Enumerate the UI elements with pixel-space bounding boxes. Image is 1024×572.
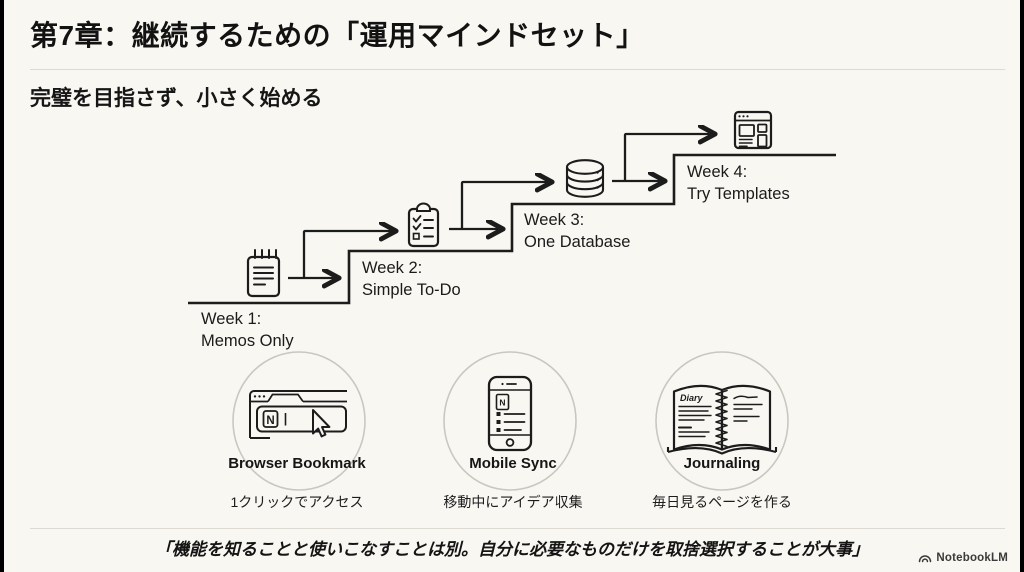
week3-text: One Database xyxy=(524,232,631,251)
slide-title: 第7章：継続するための「運用マインドセット」 xyxy=(30,20,645,51)
feature-caption-browser: 1クリックでアクセス xyxy=(230,494,364,510)
notion-letter-mobile: N xyxy=(499,398,505,408)
feature-circle-browser xyxy=(232,351,366,491)
week1-title: Week 1: xyxy=(201,310,262,328)
mouse-cursor-icon xyxy=(312,409,331,438)
week2-label: Week 2: Simple To-Do xyxy=(362,258,461,302)
mobile-phone-icon: N xyxy=(487,375,533,452)
feature-title-browser: Browser Bookmark xyxy=(228,455,366,472)
week2-text: Simple To-Do xyxy=(362,280,461,299)
staircase-line xyxy=(188,153,836,305)
feature-title-journal: Journaling xyxy=(683,455,761,472)
week2-title: Week 2: xyxy=(362,259,423,277)
feature-caption-mobile: 移動中にアイデア収集 xyxy=(443,494,583,510)
database-icon xyxy=(565,159,605,198)
arrow-step1 xyxy=(288,231,395,278)
slide-subtitle: 完璧を目指さず、小さく始める xyxy=(30,87,323,110)
feature-caption-journal: 毎日見るページを作る xyxy=(652,494,792,510)
footer-divider xyxy=(30,528,1005,529)
arrow-step2 xyxy=(449,182,551,229)
feature-circle-mobile xyxy=(443,351,577,491)
notebooklm-logo-text: NotebookLM xyxy=(936,552,1008,564)
notebooklm-arc-icon xyxy=(919,555,932,563)
letterbox-bar-right xyxy=(1020,0,1024,572)
feature-title-mobile: Mobile Sync xyxy=(469,455,557,472)
memo-notepad-icon xyxy=(246,249,281,298)
title-divider xyxy=(30,69,1005,70)
todo-clipboard-icon xyxy=(407,202,440,248)
week1-label: Week 1: Memos Only xyxy=(201,309,294,353)
notion-letter: N xyxy=(266,415,274,427)
journal-book-icon: Diary xyxy=(666,384,778,455)
feature-circle-journal xyxy=(655,351,789,491)
week4-text: Try Templates xyxy=(687,184,790,203)
diary-label: Diary xyxy=(680,393,704,403)
week4-title: Week 4: xyxy=(687,163,748,181)
notebooklm-logo: NotebookLM xyxy=(918,551,1008,565)
footer-quote: 「機能を知ることと使いこなすことは別。自分に必要なものだけを取捨選択することが大… xyxy=(155,540,869,559)
letterbox-bar-left xyxy=(0,0,4,572)
browser-bookmark-icon: N xyxy=(249,390,347,439)
week3-title: Week 3: xyxy=(524,211,585,229)
arrow-step3 xyxy=(612,134,714,181)
week3-label: Week 3: One Database xyxy=(524,210,630,254)
template-window-icon xyxy=(733,110,773,150)
week1-text: Memos Only xyxy=(201,331,294,350)
week4-label: Week 4: Try Templates xyxy=(687,162,790,206)
